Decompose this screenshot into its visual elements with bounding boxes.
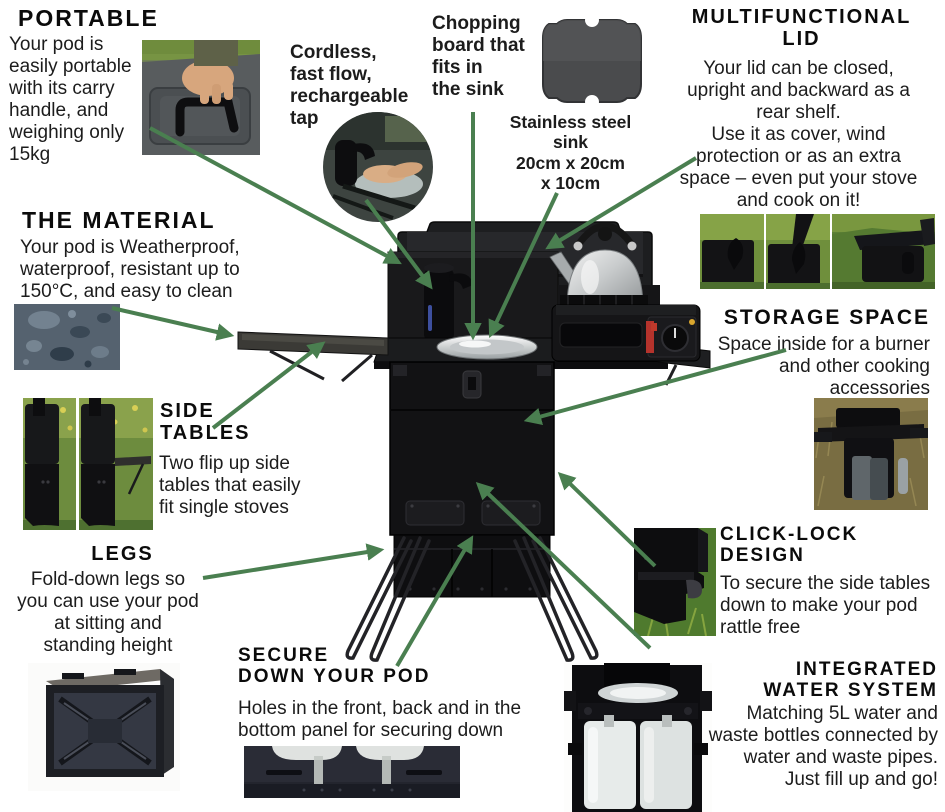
multifunctional-lid-title: MULTIFUNCTIONAL LID [691, 6, 912, 50]
pod-bottom-photo [28, 663, 180, 791]
arrow-material [111, 306, 235, 341]
lid-back-shelf-photo [832, 214, 935, 289]
pod-left-side-table [237, 331, 389, 383]
lid-upright-photo [766, 214, 830, 289]
multifunctional-lid-body: Your lid can be closed, upright and back… [679, 58, 918, 212]
water-system-photo [564, 663, 712, 812]
chopping-board-label: Chopping board that fits in the sink [432, 13, 525, 101]
side-table-open-photo [79, 398, 153, 530]
water-system-body: Matching 5L water and waste bottles conn… [708, 703, 938, 791]
carry-handle-photo [142, 40, 260, 155]
lid-closed-photo [700, 214, 764, 289]
material-photo [14, 304, 120, 370]
secure-down-body: Holes in the front, back and in the bott… [238, 698, 522, 742]
storage-photo [814, 398, 928, 510]
legs-body: Fold-down legs so you can use your pod a… [17, 569, 199, 657]
side-tables-body: Two flip up side tables that easily fit … [159, 453, 301, 519]
material-title: THE MATERIAL [22, 207, 216, 233]
storage-body: Space inside for a burner and other cook… [717, 334, 930, 400]
pod-front-face [389, 361, 555, 536]
portable-title: PORTABLE [18, 5, 159, 31]
material-body: Your pod is Weatherproof, waterproof, re… [20, 237, 240, 303]
click-lock-body: To secure the side tables down to make y… [720, 573, 931, 639]
pod-legs [345, 536, 599, 662]
sink-label: Stainless steel sink 20cm x 20cm x 10cm [509, 112, 632, 193]
portable-body: Your pod is easily portable with its car… [9, 34, 132, 166]
side-tables-title: SIDE TABLES [160, 400, 251, 444]
click-lock-title: CLICK-LOCK DESIGN [720, 524, 859, 566]
legs-title: LEGS [91, 543, 154, 565]
click-lock-photo [634, 528, 716, 636]
chopping-board-photo [541, 16, 643, 106]
gas-stove [551, 295, 701, 362]
water-system-title: INTEGRATED WATER SYSTEM [763, 659, 938, 701]
tap-label: Cordless, fast flow, rechargeable tap [290, 42, 409, 130]
side-table-closed-photo [23, 398, 76, 530]
secure-down-title: SECURE DOWN YOUR POD [238, 645, 431, 687]
storage-title: STORAGE SPACE [723, 306, 930, 329]
secure-holes-photo [244, 746, 460, 798]
